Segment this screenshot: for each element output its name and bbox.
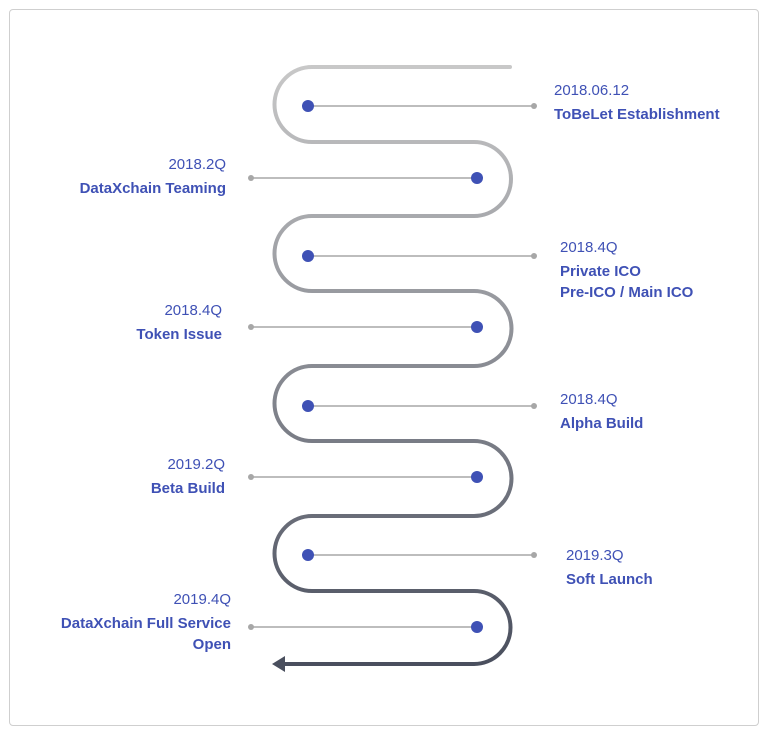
milestone-dot <box>302 250 314 262</box>
milestone-dot <box>471 621 483 633</box>
milestone-date: 2018.06.12 <box>554 82 630 99</box>
milestone-title: DataXchain Teaming <box>79 180 226 197</box>
milestone-date: 2019.3Q <box>566 547 624 564</box>
milestone-7: 2019.3Q Soft Launch <box>566 546 653 590</box>
winding-road-path <box>272 65 514 666</box>
milestone-title: Soft Launch <box>566 571 653 588</box>
milestone-dot <box>471 471 483 483</box>
connector-end-dot <box>531 103 537 109</box>
milestone-4: 2018.4Q Token Issue <box>136 301 222 345</box>
connector-end-dot <box>531 253 537 259</box>
arrow-head-icon <box>272 656 285 672</box>
milestone-8: 2019.4Q DataXchain Full Service Open <box>61 590 231 655</box>
milestone-dot <box>471 321 483 333</box>
milestone-3: 2018.4Q Private ICO Pre-ICO / Main ICO <box>560 238 693 303</box>
connector-end-dot <box>531 403 537 409</box>
milestone-title: Pre-ICO / Main ICO <box>560 284 694 301</box>
milestone-title: ToBeLet Establishment <box>554 106 720 123</box>
milestone-date: 2019.4Q <box>173 591 231 608</box>
milestone-date: 2018.4Q <box>560 391 618 408</box>
milestone-title: Token Issue <box>136 326 222 343</box>
milestone-date: 2018.4Q <box>164 302 222 319</box>
milestone-2: 2018.2Q DataXchain Teaming <box>80 155 226 199</box>
connector-end-dot <box>248 324 254 330</box>
milestone-date: 2018.2Q <box>168 156 226 173</box>
milestone-dot <box>302 549 314 561</box>
milestone-dot <box>302 100 314 112</box>
connector-end-dot <box>248 474 254 480</box>
timeline-card <box>9 9 759 726</box>
milestone-markers <box>248 100 537 633</box>
connector-end-dot <box>531 552 537 558</box>
milestone-dot <box>302 400 314 412</box>
milestone-5: 2018.4Q Alpha Build <box>560 390 643 434</box>
milestone-title: Private ICO <box>560 263 641 280</box>
milestone-1: 2018.06.12 ToBeLet Establishment <box>554 81 720 125</box>
milestone-6: 2019.2Q Beta Build <box>151 455 225 499</box>
milestone-date: 2018.4Q <box>560 239 618 256</box>
milestone-title: Open <box>192 636 231 653</box>
milestone-date: 2019.2Q <box>167 456 225 473</box>
milestone-title: Alpha Build <box>560 415 644 432</box>
milestone-title: Beta Build <box>150 480 225 497</box>
connector-end-dot <box>248 175 254 181</box>
connector-end-dot <box>248 624 254 630</box>
milestone-dot <box>471 172 483 184</box>
milestone-title: DataXchain Full Service <box>60 615 231 632</box>
